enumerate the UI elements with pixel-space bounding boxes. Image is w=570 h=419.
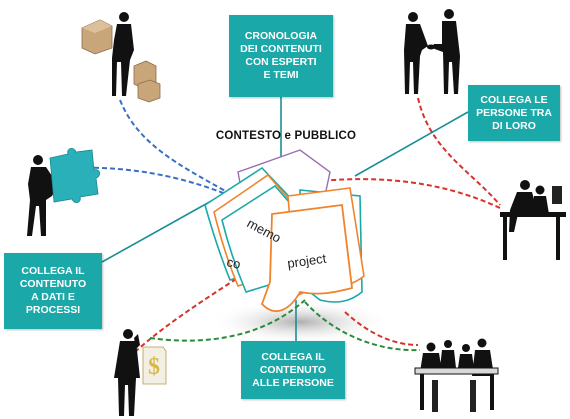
dash-blue-puzzle [69,166,259,209]
doc-project-label: project [286,251,327,271]
diagram-title: CONTESTO e PUBBLICO [215,130,357,142]
man-carrying-puzzle-icon [27,148,100,236]
box-collega-dati: COLLEGA IL CONTENUTO A DATI E PROCESSI [4,253,102,329]
meeting-table-icon [414,338,499,412]
svg-text:$: $ [148,354,160,380]
connector-dati [101,199,214,263]
doc-project [260,203,353,312]
dash-red-desk [249,178,501,209]
box-cronologia: CRONOLOGIA DEI CONTENUTI CON ESPERTI E T… [229,15,333,97]
handshake-icon [404,9,460,94]
box-collega-persone: COLLEGA LE PERSONE TRA DI LORO [468,85,560,141]
connector-persone [354,111,469,177]
dash-red-handshake [417,97,501,206]
dollar-document-icon: $ [142,346,167,385]
man-on-phone-icon [114,329,140,416]
document-pile: memo co project [204,149,365,312]
doc-partial-label: co [225,254,242,272]
dash-green-phone [149,299,306,342]
people-at-desk-icon [500,180,566,260]
dash-green-meeting [304,301,421,352]
box-collega-contenuto: COLLEGA IL CONTENUTO ALLE PERSONE [241,341,345,399]
pile-shadow [208,300,392,344]
dash-red-meeting [344,311,419,346]
woman-with-boxes-icon [81,12,161,103]
